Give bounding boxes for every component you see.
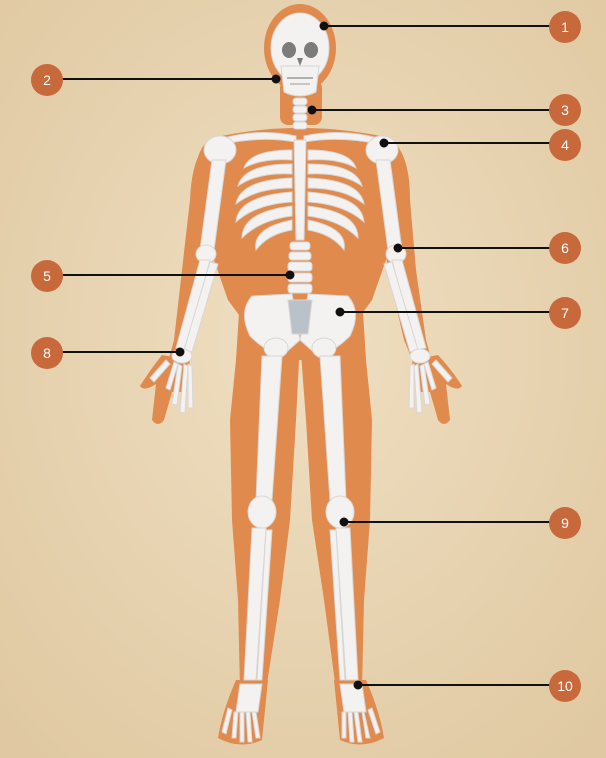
callout-8: 8 <box>31 337 63 369</box>
callout-7: 7 <box>549 297 581 329</box>
callout-9-text: 9 <box>561 515 569 531</box>
callout-6: 6 <box>549 232 581 264</box>
callout-5-text: 5 <box>43 268 51 284</box>
callout-10-text: 10 <box>557 678 573 694</box>
callout-5: 5 <box>31 260 63 292</box>
callout-9: 9 <box>549 507 581 539</box>
callout-7-text: 7 <box>561 305 569 321</box>
callout-10: 10 <box>549 670 581 702</box>
callout-1: 1 <box>549 11 581 43</box>
callout-4: 4 <box>549 129 581 161</box>
callout-2: 2 <box>31 64 63 96</box>
callout-3-text: 3 <box>561 102 569 118</box>
callout-4-text: 4 <box>561 137 569 153</box>
lumbar-spine <box>288 242 312 293</box>
callout-1-text: 1 <box>561 19 569 35</box>
callout-2-text: 2 <box>43 72 51 88</box>
callout-6-text: 6 <box>561 240 569 256</box>
callout-3: 3 <box>549 94 581 126</box>
callout-8-text: 8 <box>43 345 51 361</box>
